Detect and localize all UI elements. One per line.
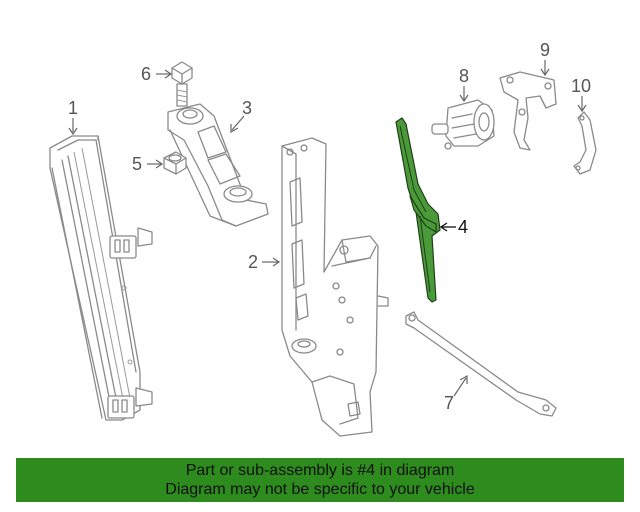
callout-6: 6 [141, 64, 151, 84]
callout-1: 1 [68, 98, 78, 118]
leader-7-arrow [459, 374, 468, 384]
leader-1-arrow [68, 127, 78, 136]
part-9-mount-bracket [499, 71, 557, 151]
leader-4-arrow [439, 222, 448, 232]
leader-9-arrow [540, 68, 550, 77]
part-8-pump [431, 99, 495, 150]
leader-3-arrow [230, 124, 239, 134]
callout-10: 10 [571, 76, 591, 96]
leader-5-arrow [155, 159, 164, 169]
callout-2: 2 [248, 252, 258, 272]
callout-7: 7 [444, 393, 454, 413]
callout-4: 4 [458, 217, 468, 237]
part-5-nut [163, 151, 187, 175]
callout-8: 8 [459, 66, 469, 86]
part-2-mounting-bracket [281, 137, 389, 437]
leader-10-arrow [577, 104, 587, 113]
callout-3: 3 [242, 98, 252, 118]
info-banner: Part or sub-assembly is #4 in diagram Di… [16, 458, 624, 502]
part-1-cooler [49, 135, 153, 421]
banner-line-2: Diagram may not be specific to your vehi… [165, 481, 475, 498]
leader-2-arrow [272, 257, 281, 267]
part-3-bracket [167, 103, 269, 227]
leader-3 [231, 115, 245, 131]
callout-9: 9 [540, 40, 550, 60]
banner-line-1: Part or sub-assembly is #4 in diagram [185, 462, 455, 479]
part-4-highlighted-bracket [395, 117, 441, 303]
leader-6-arrow [164, 69, 173, 79]
part-6-bolt [171, 61, 193, 107]
leader-8-arrow [459, 94, 469, 103]
part-7-brace-rod [405, 311, 557, 417]
part-10-clamp [573, 111, 597, 175]
leader-7 [453, 377, 467, 397]
callout-5: 5 [132, 154, 142, 174]
